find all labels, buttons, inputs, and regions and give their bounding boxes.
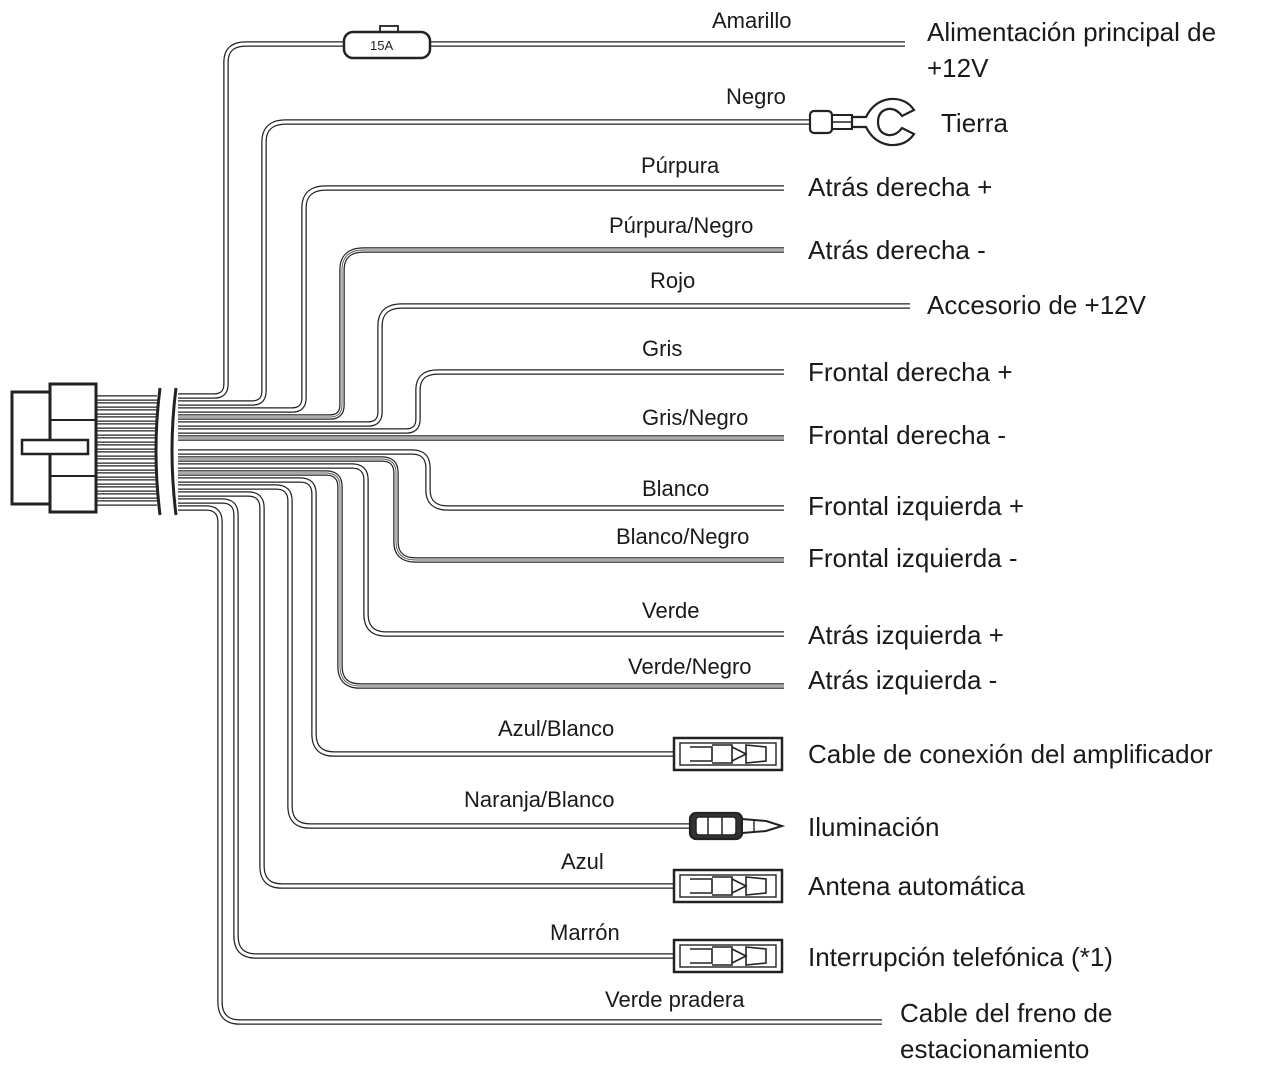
wire-label-blanco-negro: Blanco/Negro (616, 524, 750, 549)
female-bullet-connector-icon-amplificador (672, 736, 784, 772)
wire-gris (178, 369, 784, 434)
wire-amarillo (178, 41, 905, 399)
wire-paths (95, 41, 910, 1025)
wire-label-amarillo: Amarillo (712, 8, 792, 33)
function-label-purpura-negro: Atrás derecha - (808, 235, 986, 265)
fuse-rating: 15A (370, 38, 393, 53)
function-label-negro: Tierra (941, 108, 1008, 138)
wire-label-verde: Verde (642, 598, 700, 623)
wire-purpura (178, 185, 784, 413)
function-label-naranja-blanco: Iluminación (808, 812, 940, 842)
function-label-amarillo: Alimentación principal de +12V (927, 17, 1217, 83)
wire-blanco-negro (178, 456, 784, 563)
wire-label-blanco: Blanco (642, 476, 710, 501)
function-label-blanco-negro: Frontal izquierda - (808, 543, 1018, 573)
wire-label-verde-pradera: Verde pradera (605, 987, 745, 1012)
function-label-gris: Frontal derecha + (808, 357, 1013, 387)
wire-verde (178, 463, 784, 637)
function-label-verde: Atrás izquierda + (808, 620, 1004, 650)
wiring-harness-plug-icon (10, 382, 98, 514)
wire-label-purpura-negro: Púrpura/Negro (609, 213, 754, 238)
wire-label-azul-blanco: Azul/Blanco (498, 716, 615, 741)
wire-negro (178, 119, 812, 406)
wire-label-rojo: Rojo (650, 268, 696, 293)
female-bullet-connector-icon-antena (672, 868, 784, 904)
function-label-rojo: Accesorio de +12V (927, 290, 1146, 320)
function-label-gris-negro: Frontal derecha - (808, 420, 1006, 450)
wire-label-negro: Negro (726, 84, 786, 109)
wire-azul (178, 491, 676, 889)
wire-break-symbol (154, 387, 178, 516)
function-label-blanco: Frontal izquierda + (808, 491, 1025, 521)
wire-naranja-blanco (178, 484, 692, 829)
function-label-verde-negro: Atrás izquierda - (808, 665, 998, 695)
wire-blanco (178, 449, 784, 511)
function-label-azul-blanco: Cable de conexión del amplificador (808, 739, 1213, 769)
wire-rojo (178, 303, 910, 427)
fuse-icon: 15A (342, 25, 432, 60)
wire-purpura-negro (178, 247, 784, 420)
wire-label-gris-negro: Gris/Negro (642, 405, 749, 430)
female-bullet-connector-icon-telefono (672, 938, 784, 974)
wire-label-naranja-blanco: Naranja/Blanco (464, 787, 615, 812)
wire-bundle (95, 393, 157, 511)
wire-label-gris: Gris (642, 336, 683, 361)
function-label-purpura: Atrás derecha + (808, 172, 993, 202)
wire-verde-negro (178, 470, 784, 689)
wire-azul-blanco (178, 477, 676, 757)
wire-label-purpura: Púrpura (641, 153, 720, 178)
ring-terminal-icon (808, 97, 916, 147)
wire-label-verde-negro: Verde/Negro (628, 654, 752, 679)
wire-label-marron: Marrón (550, 920, 620, 945)
wire-marron (178, 498, 676, 959)
male-bullet-connector-icon (688, 811, 786, 841)
wire-verde-pradera (178, 505, 882, 1025)
function-label-azul: Antena automática (808, 871, 1025, 901)
function-label-marron: Interrupción telefónica (*1) (808, 942, 1113, 972)
wire-label-azul: Azul (561, 849, 604, 874)
function-label-verde-pradera: Cable del freno de estacionamiento (900, 998, 1113, 1064)
